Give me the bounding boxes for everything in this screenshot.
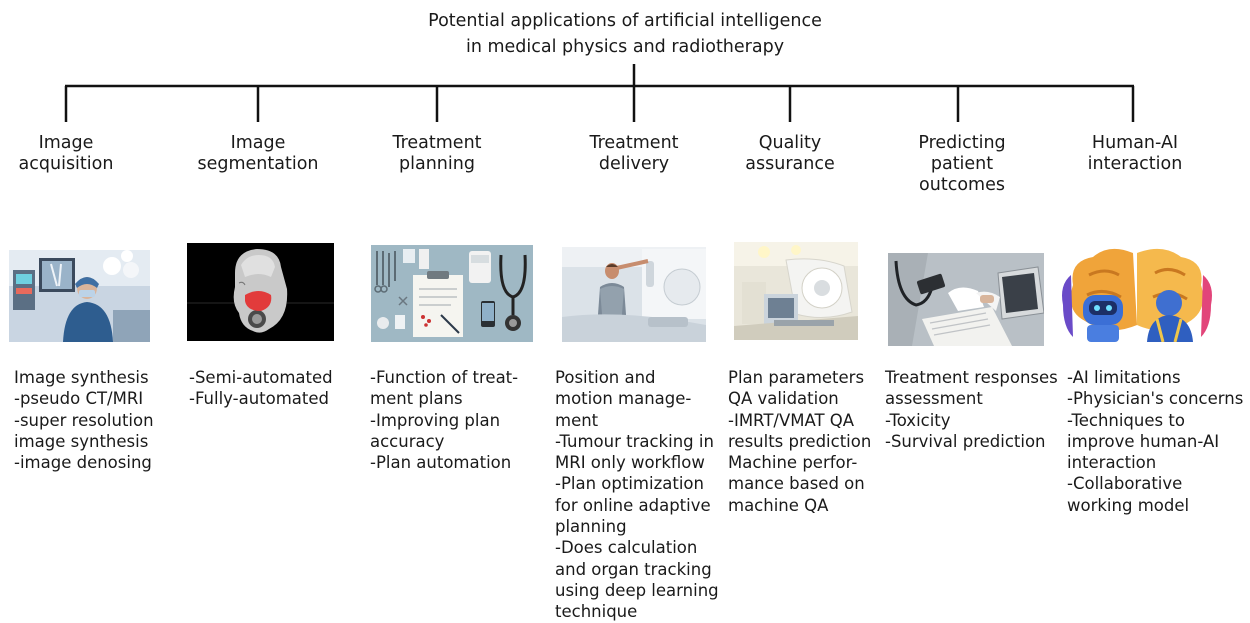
- list-item: -Improving plan: [370, 410, 501, 430]
- list-item: technique: [555, 602, 638, 622]
- surgeon-operating-room-illustration: [9, 250, 150, 342]
- list-item: image synthesis: [14, 431, 149, 451]
- list-item: mance based on: [728, 474, 865, 494]
- list-item: accuracy: [370, 431, 445, 451]
- linear-accelerator-illustration: [734, 242, 858, 340]
- category-treatment-planning: Treatment planning: [392, 133, 482, 174]
- title-line-1: Potential applications of artificial int…: [428, 11, 822, 31]
- list-item: -Function of treat-: [370, 368, 519, 387]
- list-item: -Toxicity: [885, 410, 951, 430]
- list-item: interaction: [1067, 453, 1157, 473]
- list-item: results prediction: [728, 431, 872, 451]
- items-image-acquisition: Image synthesis -pseudo CT/MRI -super re…: [14, 367, 154, 473]
- list-item: -Does calculation: [555, 538, 698, 558]
- list-item: Treatment responses: [885, 368, 1058, 387]
- list-item: working model: [1067, 495, 1190, 515]
- list-item: -Fully-automated: [189, 389, 330, 409]
- list-item: -Physician's concerns: [1067, 389, 1244, 409]
- list-item: -AI limitations: [1067, 368, 1181, 387]
- list-item: and organ tracking: [555, 559, 712, 579]
- doctor-desk-laptop-illustration: [888, 253, 1044, 346]
- list-item: Position and: [555, 368, 656, 387]
- list-item: -Tumour tracking in: [555, 431, 714, 451]
- list-item: Plan parameters: [728, 368, 865, 387]
- list-item: -Collaborative: [1067, 474, 1183, 494]
- title-line-2: in medical physics and radiotherapy: [465, 37, 785, 57]
- list-item: -IMRT/VMAT QA: [728, 410, 855, 430]
- items-treatment-planning: -Function of treat- ment plans -Improvin…: [370, 367, 518, 473]
- category-image-segmentation: Image segmentation: [197, 133, 319, 174]
- list-item: -Semi-automated: [189, 368, 333, 387]
- list-item: -Survival prediction: [885, 431, 1046, 451]
- list-item: machine QA: [728, 495, 829, 515]
- list-item: -Plan optimization: [555, 474, 704, 494]
- robot-and-human-brain-illustration: [1059, 245, 1215, 342]
- list-item: -super resolution: [14, 410, 154, 430]
- category-treatment-delivery: Treatment delivery: [589, 133, 679, 174]
- list-item: QA validation: [728, 389, 839, 409]
- list-item: Machine perfor-: [728, 453, 858, 473]
- items-human-ai-interaction: -AI limitations -Physician's concerns -T…: [1067, 367, 1243, 516]
- list-item: assessment: [885, 389, 983, 409]
- tree-connectors: [64, 64, 1135, 122]
- list-item: -Plan automation: [370, 453, 512, 473]
- items-predicting-patient-outcomes: Treatment responses assessment -Toxicity…: [885, 367, 1058, 452]
- items-quality-assurance: Plan parameters QA validation -IMRT/VMAT…: [728, 367, 871, 516]
- medical-instruments-flatlay-illustration: [371, 245, 533, 342]
- list-item: -image denosing: [14, 453, 152, 473]
- list-item: ment plans: [370, 389, 463, 409]
- list-item: -Techniques to: [1067, 410, 1185, 430]
- category-human-ai-interaction: Human-AI interaction: [1087, 133, 1183, 174]
- items-image-segmentation: -Semi-automated -Fully-automated: [189, 367, 333, 410]
- list-item: -pseudo CT/MRI: [14, 389, 144, 409]
- list-item: MRI only workflow: [555, 453, 705, 473]
- list-item: using deep learning: [555, 580, 719, 600]
- category-quality-assurance: Quality assurance: [745, 133, 835, 174]
- items-treatment-delivery: Position and motion manage- ment -Tumour…: [555, 367, 719, 623]
- list-item: for online adaptive: [555, 495, 711, 515]
- list-item: improve human-AI: [1067, 431, 1220, 451]
- category-image-acquisition: Image acquisition: [18, 133, 114, 174]
- list-item: ment: [555, 410, 599, 430]
- list-item: Image synthesis: [14, 368, 149, 387]
- ct-scan-segmentation-illustration: [187, 243, 334, 341]
- list-item: motion manage-: [555, 389, 692, 409]
- radiotherapist-with-machine-illustration: [562, 247, 706, 342]
- diagram-title: Potential applications of artificial int…: [0, 8, 1250, 60]
- list-item: planning: [555, 517, 627, 537]
- category-predicting-patient-outcomes: Predicting patient outcomes: [918, 133, 1006, 195]
